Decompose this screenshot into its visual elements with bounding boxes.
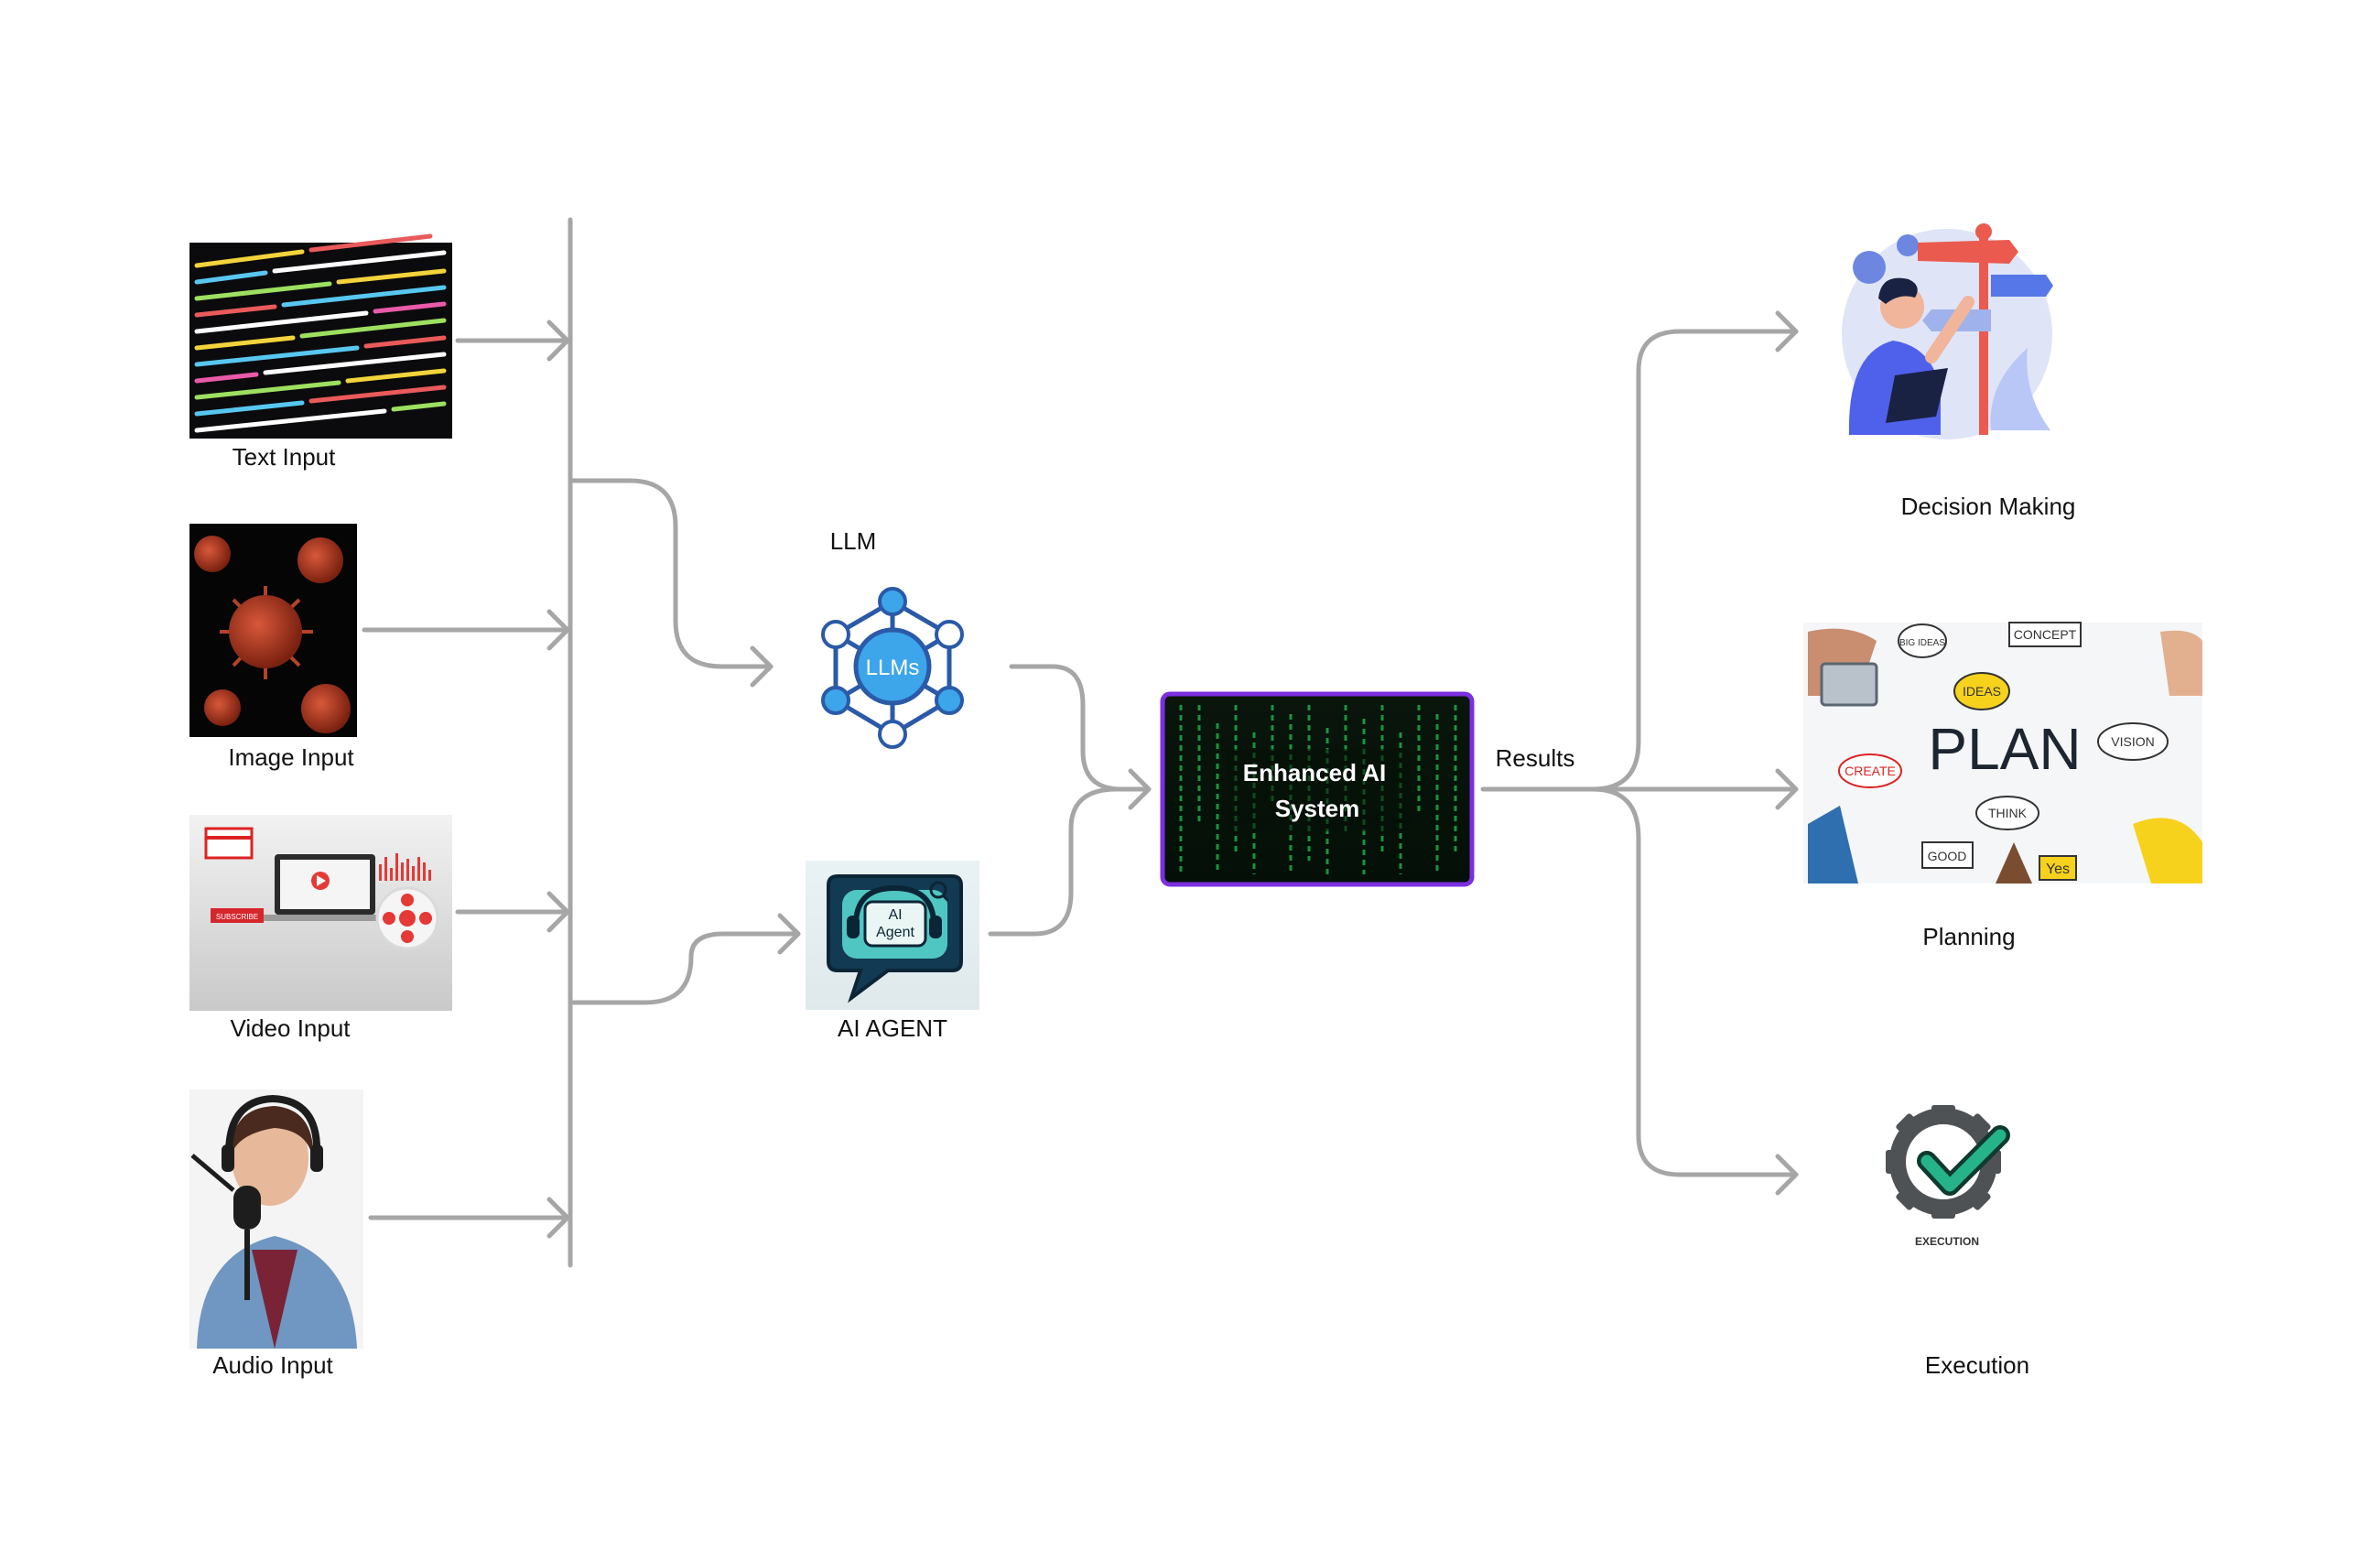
concept-word: CONCEPT bbox=[2014, 627, 2077, 642]
to-execution-arrow bbox=[1590, 786, 1799, 1196]
create-word: CREATE bbox=[1844, 764, 1896, 778]
connectors bbox=[362, 217, 1799, 1268]
to-decision-arrow bbox=[1590, 310, 1799, 792]
execution-badge-text: EXECUTION bbox=[1915, 1235, 1979, 1248]
agent-icon-line1: AI bbox=[888, 907, 902, 923]
yes-word: Yes bbox=[2046, 862, 2070, 877]
text-input-arrow bbox=[455, 320, 570, 362]
decision-making-label: Decision Making bbox=[1901, 493, 2076, 520]
planning-illustration: PLAN BIG IDEAS CONCEPT IDEAS VISION CREA… bbox=[1803, 622, 2202, 883]
video-input-arrow bbox=[455, 891, 570, 933]
enhanced-ai-system-box: Enhanced AI System bbox=[1160, 691, 1475, 887]
to-planning-arrow bbox=[1590, 768, 1799, 810]
audio-input-label: Audio Input bbox=[212, 1351, 333, 1379]
llm-label: LLM bbox=[830, 527, 877, 555]
bus-to-llm-arrow bbox=[568, 478, 774, 688]
video-input-image: SUBSCRIBE bbox=[189, 815, 452, 1011]
image-input-label: Image Input bbox=[228, 743, 354, 771]
plan-word: PLAN bbox=[1928, 716, 2081, 782]
center-line1: Enhanced AI bbox=[1243, 759, 1387, 786]
llm-to-center-arrow bbox=[1009, 664, 1152, 792]
llm-icon-text: LLMs bbox=[866, 656, 920, 680]
audio-input-arrow bbox=[368, 1197, 570, 1239]
text-input-label: Text Input bbox=[233, 443, 337, 471]
virus-large bbox=[220, 586, 313, 679]
big-ideas-word: BIG IDEAS bbox=[1899, 638, 1945, 648]
image-input-image bbox=[189, 524, 357, 737]
video-input-label: Video Input bbox=[230, 1014, 351, 1042]
ideas-word: IDEAS bbox=[1963, 684, 2001, 699]
planning-label: Planning bbox=[1922, 923, 2015, 950]
vision-word: VISION bbox=[2111, 734, 2154, 749]
think-word: THINK bbox=[1988, 806, 2028, 820]
center-line2: System bbox=[1275, 795, 1360, 822]
text-input-image bbox=[189, 233, 452, 439]
audio-input-image bbox=[189, 1089, 363, 1349]
llm-network-icon: LLMs bbox=[821, 587, 964, 749]
subscribe-text: SUBSCRIBE bbox=[216, 913, 258, 921]
agent-to-center-arrow bbox=[988, 768, 1152, 937]
ai-agent-icon: AI Agent bbox=[806, 861, 979, 1010]
execution-gear-icon: EXECUTION bbox=[1886, 1105, 2010, 1248]
decision-making-illustration bbox=[1842, 223, 2053, 439]
virus-small bbox=[194, 536, 351, 733]
good-word: GOOD bbox=[1928, 849, 1967, 863]
ai-agent-label: AI AGENT bbox=[838, 1014, 947, 1042]
bus-to-agent-arrow bbox=[568, 913, 801, 1005]
image-input-arrow bbox=[362, 609, 570, 651]
execution-label: Execution bbox=[1925, 1351, 2029, 1379]
results-label: Results bbox=[1496, 744, 1575, 772]
agent-icon-line2: Agent bbox=[876, 925, 914, 940]
